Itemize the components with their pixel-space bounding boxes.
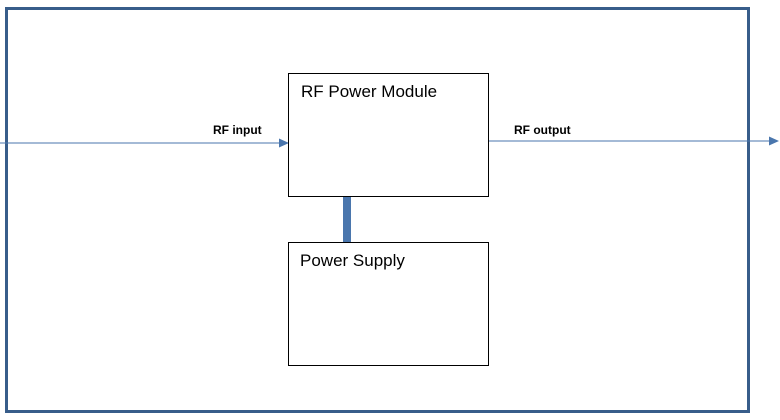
power-connector — [343, 197, 351, 242]
power-supply-label: Power Supply — [300, 251, 405, 270]
rf-output-arrowhead — [769, 136, 779, 146]
diagram-frame — [5, 7, 750, 413]
rf-power-module-block: RF Power Module — [288, 73, 489, 197]
power-supply-block: Power Supply — [288, 242, 489, 366]
rf-output-label: RF output — [514, 123, 571, 137]
rf-input-arrowhead — [279, 138, 289, 148]
rf-input-label: RF input — [213, 123, 262, 137]
rf-power-module-label: RF Power Module — [301, 82, 438, 101]
